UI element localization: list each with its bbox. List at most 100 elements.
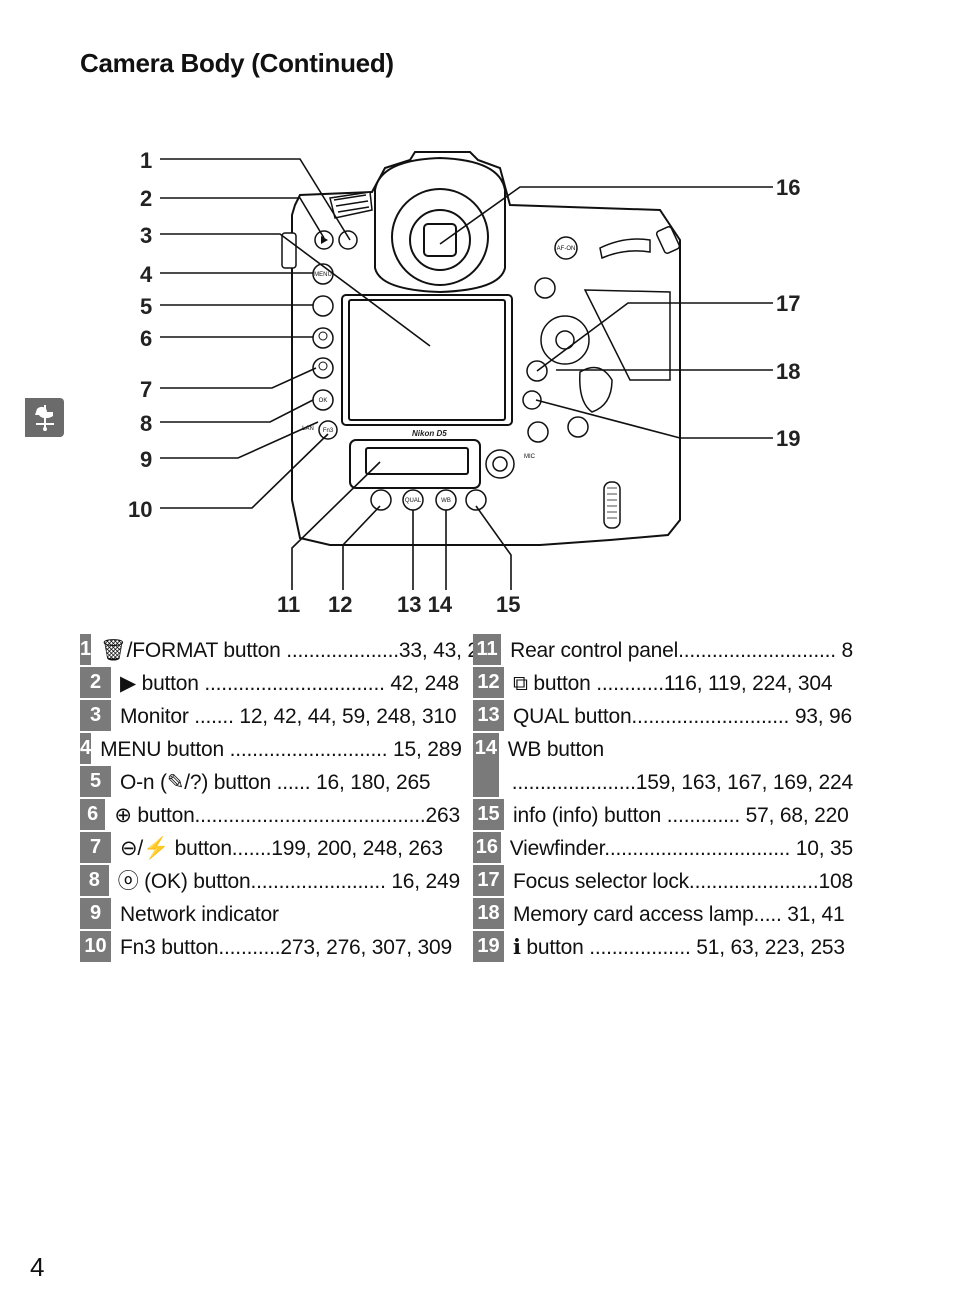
legend-number: 15 bbox=[473, 799, 504, 832]
zoom-in-icon bbox=[318, 331, 328, 341]
menu-text: MENU bbox=[314, 272, 332, 278]
legend-number: 17 bbox=[473, 865, 504, 898]
legend-number: 8 bbox=[80, 865, 109, 898]
legend-number: 13 bbox=[473, 700, 504, 733]
legend-row: 6 ⊕ button...............................… bbox=[80, 799, 460, 832]
play-icon bbox=[321, 236, 328, 244]
callout-3: 3 bbox=[140, 223, 152, 248]
legend-row: 13 QUAL button...........................… bbox=[473, 700, 853, 733]
legend-entry-text: WB button bbox=[507, 738, 605, 761]
af-mode-button bbox=[567, 416, 589, 438]
callout-10: 10 bbox=[128, 497, 152, 522]
legend-entry: QUAL button............................ … bbox=[513, 705, 853, 728]
weathervane-icon bbox=[34, 404, 54, 431]
legend-left: 1 🗑/FORMAT button ....................33,… bbox=[80, 634, 502, 964]
legend-entry: Viewfinder..............................… bbox=[509, 837, 853, 860]
callout-1: 1 bbox=[140, 148, 152, 173]
legend-number: 3 bbox=[80, 700, 111, 733]
callout-18: 18 bbox=[776, 359, 800, 384]
page-title: Camera Body (Continued) bbox=[80, 48, 394, 78]
camera-back-diagram: Nikon D5 MENU OK Fn3 LAN QUAL WB bbox=[128, 148, 800, 617]
af-on-button bbox=[554, 236, 578, 260]
legend-row: 15 info (info) button ............. 57, 6… bbox=[473, 799, 853, 832]
legend-entry: WB button......................159, 163,… bbox=[499, 733, 853, 799]
callout-17: 17 bbox=[776, 291, 800, 316]
legend-number: 11 bbox=[473, 634, 502, 667]
fn3-button bbox=[318, 420, 338, 440]
legend-entry: Rear control panel......................… bbox=[510, 639, 853, 662]
callout-12: 12 bbox=[328, 592, 352, 617]
rear-control-panel bbox=[349, 439, 481, 489]
release-mode-button bbox=[370, 489, 392, 511]
legend-entry: ▶ button ...............................… bbox=[120, 672, 460, 695]
legend-number: 2 bbox=[80, 667, 111, 700]
bottom-buttons bbox=[370, 489, 487, 511]
legend-row: 5 O‑n (✎/?) button ...... 16, 180, 265 bbox=[80, 766, 460, 799]
legend-entry: ⊖/⚡ button.......199, 200, 248, 263 bbox=[120, 837, 443, 860]
legend-entry: ℹ button .................. 51, 63, 223,… bbox=[513, 936, 845, 959]
callout-5: 5 bbox=[140, 294, 152, 319]
legend-right: 11 Rear control panel....................… bbox=[473, 634, 853, 964]
left-buttons bbox=[312, 230, 358, 440]
legend-number: 12 bbox=[473, 667, 504, 700]
main-command-dial bbox=[599, 238, 651, 260]
legend-row: 4 MENU button ...........................… bbox=[80, 733, 462, 766]
legend-number: 9 bbox=[80, 898, 111, 931]
legend-number: 19 bbox=[473, 931, 504, 964]
callout-16: 16 bbox=[776, 175, 800, 200]
brand-label: Nikon D5 bbox=[412, 429, 447, 438]
legend-number: 10 bbox=[80, 931, 111, 964]
fn3-text: Fn3 bbox=[323, 428, 334, 434]
legend-entry: info (info) button ............. 57, 68,… bbox=[513, 804, 849, 827]
grille-bottom bbox=[527, 421, 549, 443]
leader-lines bbox=[160, 158, 773, 590]
legend-row: 7⊖/⚡ button.......199, 200, 248, 263 bbox=[80, 832, 460, 865]
legend-entry: O‑n (✎/?) button ...... 16, 180, 265 bbox=[120, 771, 431, 794]
callout-15: 15 bbox=[496, 592, 520, 617]
card-slot-cover bbox=[579, 366, 613, 413]
legend-entry: ⓞ (OK) button........................ 16… bbox=[117, 870, 461, 893]
protect-button bbox=[312, 295, 334, 317]
legend-row: 19 ℹ button .................. 51, 63, 22… bbox=[473, 931, 853, 964]
legend-row: 11 Rear control panel....................… bbox=[473, 634, 853, 667]
callout-7: 7 bbox=[140, 377, 152, 402]
zoom-out-icon bbox=[318, 361, 328, 371]
lan-text: LAN bbox=[302, 426, 314, 432]
page-number: 4 bbox=[30, 1252, 45, 1282]
legend-number: 5 bbox=[80, 766, 111, 799]
info-button bbox=[465, 489, 487, 511]
af-on-text: AF-ON bbox=[557, 246, 576, 252]
grille-top bbox=[534, 277, 556, 299]
delete-button bbox=[338, 230, 358, 250]
callout-numbers: 1 2 3 4 5 6 7 8 9 10 11 12 13 14 15 16 1… bbox=[128, 148, 800, 617]
ok-text: OK bbox=[319, 398, 328, 404]
legend-number: 4 bbox=[80, 733, 92, 766]
legend-entry: ⊕ button................................… bbox=[114, 804, 460, 827]
i-button bbox=[522, 390, 542, 410]
callout-6: 6 bbox=[140, 326, 152, 351]
legend-row: 2 ▶ button ..............................… bbox=[80, 667, 460, 700]
legend-entry: MENU button ............................… bbox=[100, 738, 462, 761]
section-tab bbox=[25, 398, 64, 437]
sub-command-dial bbox=[603, 481, 621, 529]
zoom-out-button bbox=[312, 357, 334, 379]
callout-2: 2 bbox=[140, 186, 152, 211]
legend-entry: ⧉ button ............116, 119, 224, 304 bbox=[513, 672, 833, 695]
legend-row: 8 ⓞ (OK) button........................ 1… bbox=[80, 865, 460, 898]
wb-text: WB bbox=[441, 498, 451, 504]
callout-11: 11 bbox=[277, 592, 300, 617]
legend-number: 6 bbox=[80, 799, 106, 832]
legend-number: 14 bbox=[473, 733, 499, 799]
legend-number: 1 bbox=[80, 634, 92, 667]
top-left-dial bbox=[329, 191, 373, 219]
legend-entry: 🗑/FORMAT button ....................33, … bbox=[100, 639, 502, 662]
strap-lug-left bbox=[281, 232, 297, 269]
legend-row: 1 🗑/FORMAT button ....................33,… bbox=[80, 634, 502, 667]
